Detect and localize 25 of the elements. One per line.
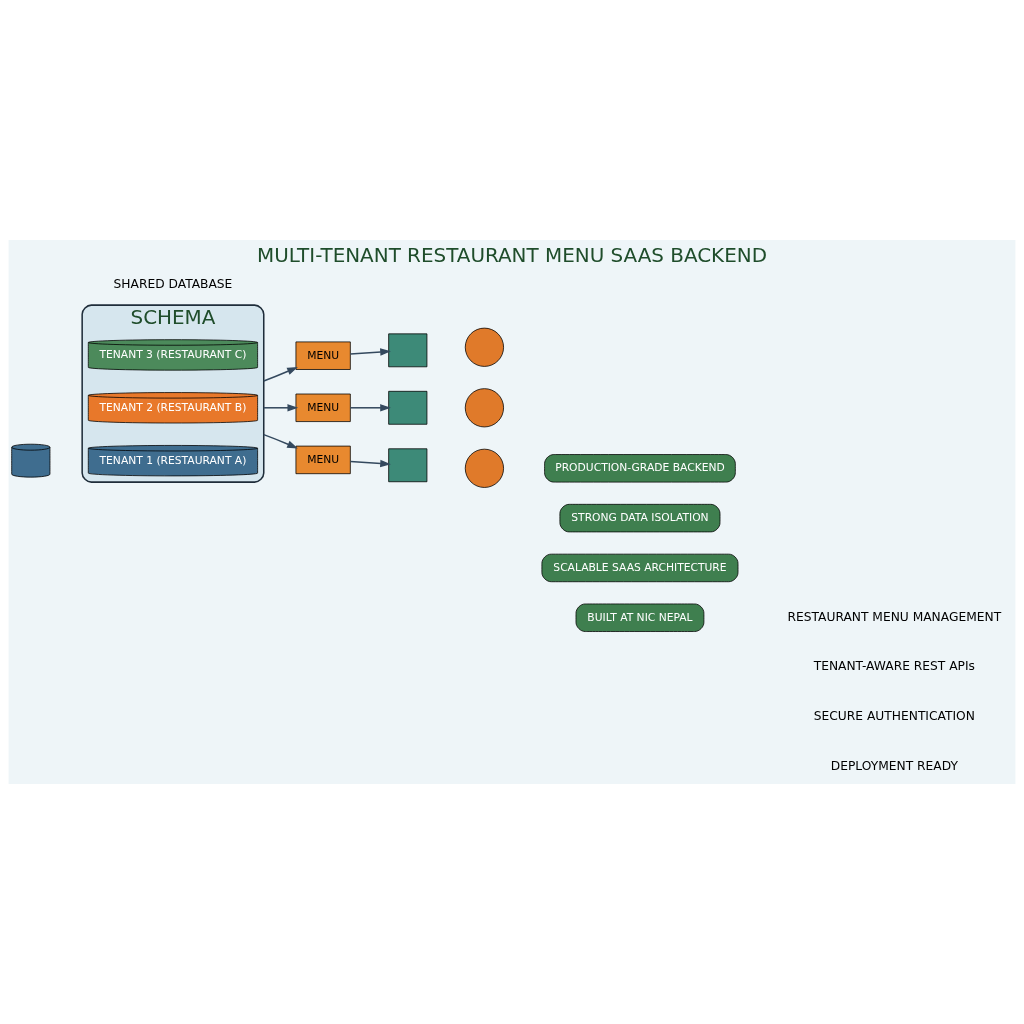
node-label: SHARED DATABASE [113, 277, 233, 292]
node-box: MENU [295, 393, 351, 422]
node-circle [464, 327, 504, 367]
node-box: STRONG DATA ISOLATION [559, 503, 721, 533]
label: RESTAURANT MENU MANAGEMENT [787, 609, 1002, 624]
node-box: MENU [295, 445, 351, 475]
node-box: PRODUCTION-GRADE BACKEND [544, 454, 736, 483]
node-box: MENU [295, 341, 351, 370]
arrow [263, 404, 299, 412]
arrow [349, 404, 391, 412]
label: DEPLOYMENT READY [830, 759, 958, 774]
arrow [263, 367, 298, 382]
node-box: BUILT AT NIC NEPAL [575, 603, 705, 632]
node-box [388, 333, 428, 368]
node-box: SCALABLE SAAS ARCHITECTURE [541, 553, 739, 583]
label: SECURE AUTHENTICATION [813, 709, 975, 724]
arrow [263, 433, 298, 449]
node-circle [464, 388, 504, 428]
arrow [349, 459, 391, 468]
node-circle [464, 448, 504, 488]
node-box [388, 448, 428, 483]
arrow [349, 348, 391, 356]
diagram-title: MULTI-TENANT RESTAURANT MENU SAAS BACKEND [257, 244, 767, 268]
node-box [388, 390, 428, 425]
label: TENANT-AWARE REST APIs [813, 659, 975, 674]
